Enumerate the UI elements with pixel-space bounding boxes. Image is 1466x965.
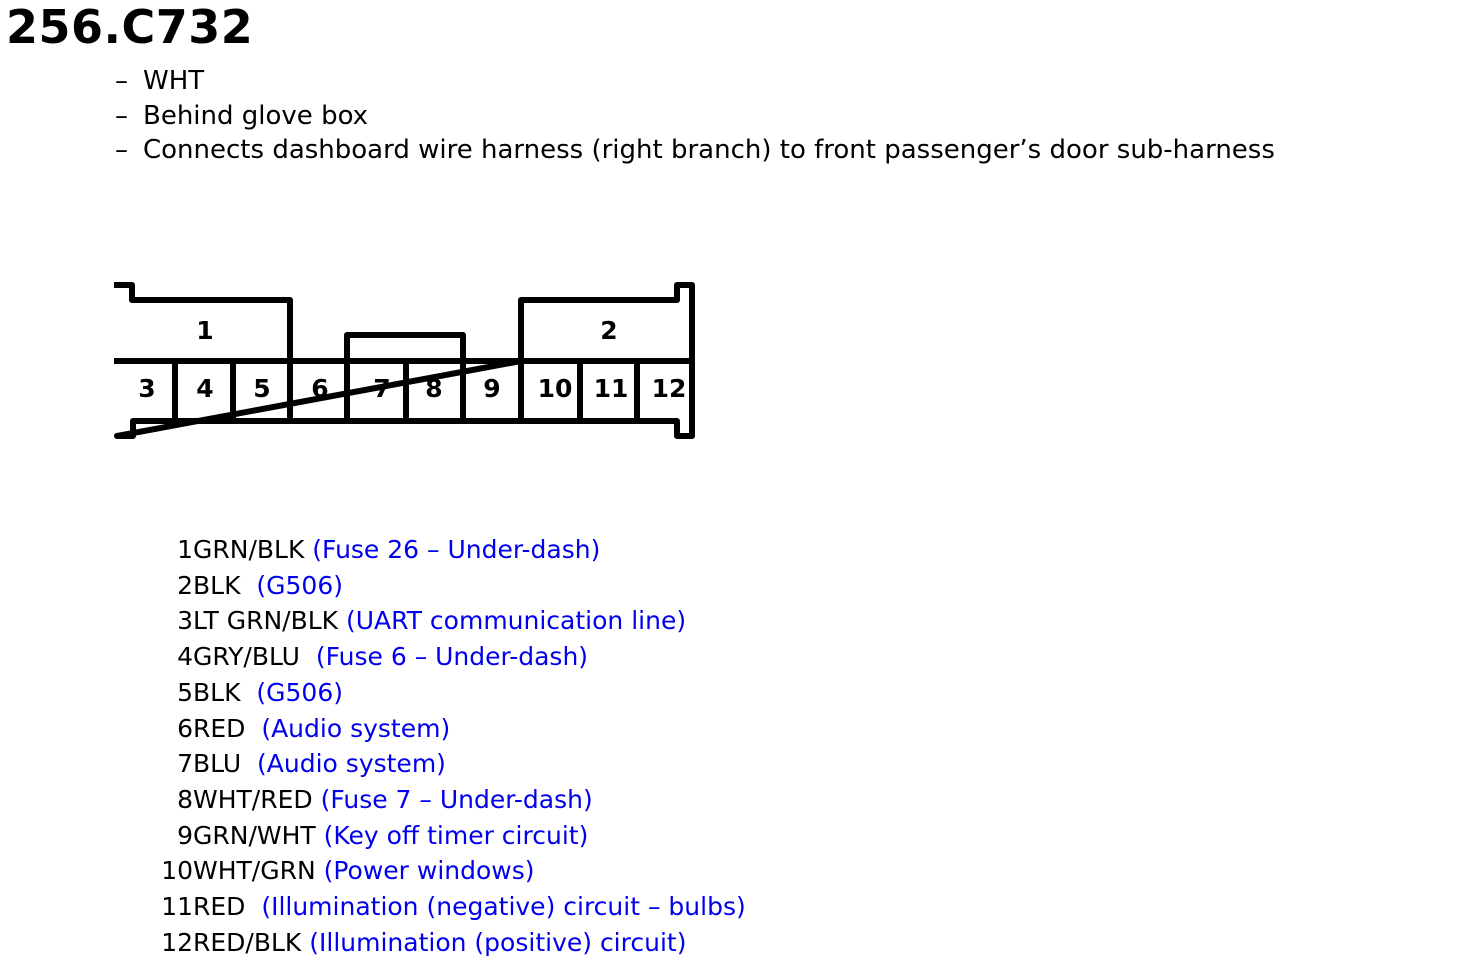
wire-color: BLU <box>193 749 258 779</box>
cavity-label-6: 6 <box>311 374 328 403</box>
pin-description: (Fuse 6 – Under-dash) <box>315 642 589 672</box>
pin-description: (Key off timer circuit) <box>323 820 589 850</box>
wire-color: WHT/GRN <box>193 856 324 886</box>
detail-location: –Behind glove box <box>115 99 1275 134</box>
cavity-label-1: 1 <box>196 316 213 345</box>
pin-description: (G506) <box>256 677 343 707</box>
pin-description: (Illumination (negative) circuit – bulbs… <box>261 892 746 922</box>
connector-details-list: –WHT –Behind glove box –Connects dashboa… <box>115 64 1275 168</box>
detail-text: WHT <box>143 66 205 96</box>
cavity-label-9: 9 <box>483 374 500 403</box>
wire-color: BLK <box>193 570 257 600</box>
pin-number: 2 <box>177 570 193 600</box>
wire-color: RED <box>193 713 262 743</box>
pin-description: (G506) <box>256 570 343 600</box>
bullet-dash: – <box>115 66 128 96</box>
wire-color: RED/BLK <box>193 927 310 957</box>
pin-number: 8 <box>177 784 193 814</box>
detail-text: Connects dashboard wire harness (right b… <box>143 135 1275 165</box>
connector-diagram: 1 2 3 4 5 6 7 8 9 10 11 12 <box>0 0 1466 470</box>
cavity-label-5: 5 <box>253 374 270 403</box>
wire-color: GRY/BLU <box>193 642 316 672</box>
wire-color: GRN/WHT <box>193 820 324 850</box>
cavity-label-3: 3 <box>138 374 155 403</box>
detail-color: –WHT <box>115 64 1275 99</box>
pin-number: 5 <box>177 677 193 707</box>
connector-face-drawing: 1 2 3 4 5 6 7 8 9 10 11 12 <box>114 282 695 439</box>
wire-color: WHT/RED <box>193 784 321 814</box>
pin-description: (Audio system) <box>261 713 451 743</box>
pin-number: 12 <box>161 927 193 957</box>
pin-description: (Fuse 7 – Under-dash) <box>320 784 593 814</box>
wire-color: RED <box>193 892 262 922</box>
cavity-label-11: 11 <box>594 374 629 403</box>
pin-number: 4 <box>177 642 193 672</box>
wire-color: LT GRN/BLK <box>193 606 346 636</box>
cavity-label-10: 10 <box>538 374 573 403</box>
bullet-dash: – <box>115 100 128 131</box>
pin-number: 10 <box>161 856 193 886</box>
pin-description: (Audio system) <box>257 749 446 779</box>
pin-number: 6 <box>177 713 193 743</box>
pin-number: 7 <box>177 749 193 779</box>
cavity-label-12: 12 <box>652 374 687 403</box>
pin-number: 11 <box>161 892 193 922</box>
pin-description: (Power windows) <box>323 856 535 886</box>
detail-connection: –Connects dashboard wire harness (right … <box>115 133 1275 168</box>
cavity-label-7: 7 <box>373 374 390 403</box>
pin-description: (UART communication line) <box>346 606 687 636</box>
pin-number: 3 <box>177 606 193 636</box>
wire-color: GRN/BLK <box>193 535 313 564</box>
pin-description: (Fuse 26 – Under-dash) <box>312 535 601 564</box>
pin-number: 1 <box>177 535 193 564</box>
cavity-label-4: 4 <box>196 374 213 403</box>
cavity-labels: 1 2 3 4 5 6 7 8 9 10 11 12 <box>138 316 686 403</box>
detail-text: Behind glove box <box>143 100 369 131</box>
bullet-dash: – <box>115 135 128 165</box>
pin-description: (Illumination (positive) circuit) <box>309 927 687 957</box>
pin-number: 9 <box>177 820 193 850</box>
connector-outline <box>114 282 695 439</box>
page-title: 256.C732 <box>6 0 254 54</box>
wire-color: BLK <box>193 677 257 707</box>
cavity-label-2: 2 <box>600 316 617 345</box>
cavity-label-8: 8 <box>425 374 442 403</box>
